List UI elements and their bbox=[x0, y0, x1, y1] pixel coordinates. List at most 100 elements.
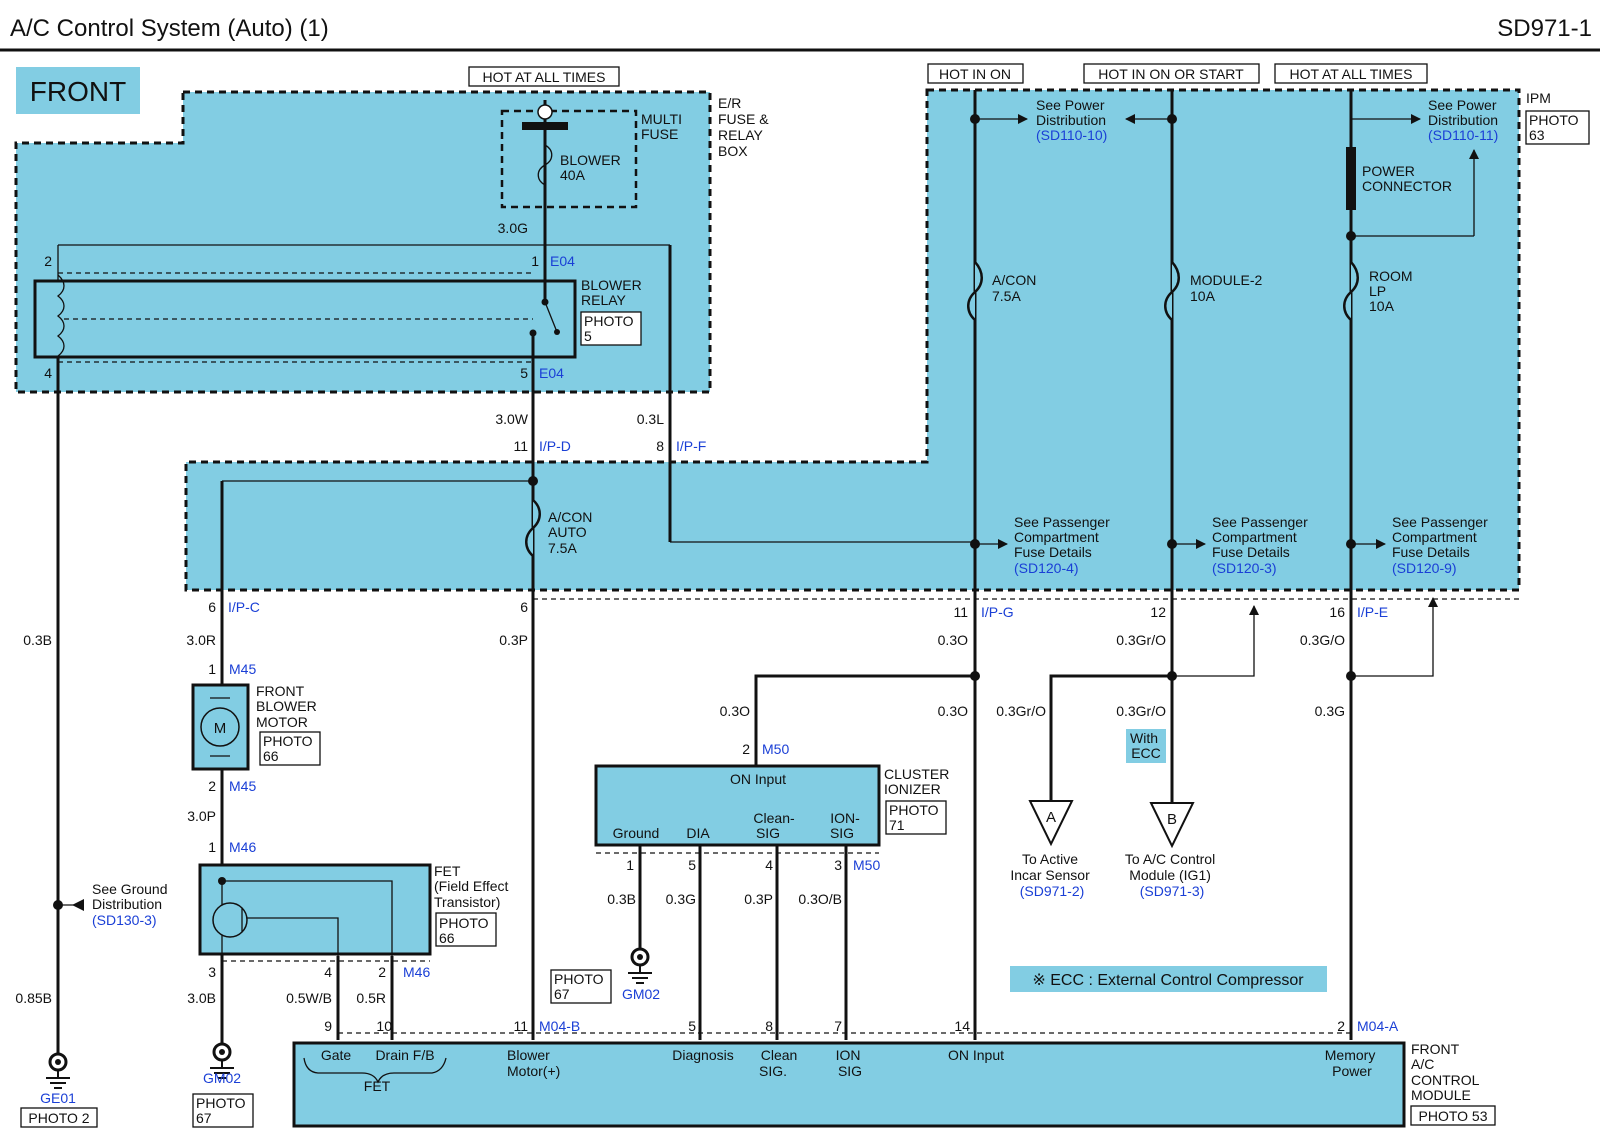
pin-number: 8 bbox=[765, 1018, 773, 1034]
module2-fuse-icon bbox=[1164, 261, 1180, 321]
pin-number: 2 bbox=[378, 964, 386, 980]
fet-pin-bracket bbox=[303, 1057, 447, 1084]
connector-id: M04-B bbox=[539, 1018, 580, 1034]
ipm-zone bbox=[184, 88, 1521, 592]
room-lp-fuse-icon bbox=[1343, 261, 1359, 321]
connector-id: M45 bbox=[229, 661, 256, 677]
see-pass-3: See Passenger Compartment Fuse Details (… bbox=[1392, 514, 1492, 576]
module-pin-gate: Gate bbox=[321, 1047, 352, 1063]
pin-number: 6 bbox=[520, 599, 528, 615]
wire-label: 0.5R bbox=[356, 990, 386, 1006]
multi-fuse-label: MULTI FUSE bbox=[641, 111, 686, 142]
room-lp-fuse-label: ROOM LP 10A bbox=[1369, 268, 1416, 314]
er-box-label: E/R FUSE & RELAY BOX bbox=[718, 95, 772, 159]
ionizer-photo-box bbox=[885, 800, 947, 835]
ground-ge01-icon bbox=[46, 1052, 70, 1089]
hot-in-on-box bbox=[927, 63, 1024, 84]
power-connector-icon bbox=[1346, 147, 1356, 210]
acon-fuse-icon bbox=[967, 261, 983, 321]
see-ground: See Ground Distribution (SD130-3) bbox=[92, 881, 171, 928]
wire-label: 0.3O bbox=[938, 703, 968, 719]
wire-label: 0.3Gr/O bbox=[1116, 703, 1166, 719]
connector-ids: E04 E04 I/P-D I/P-F I/P-C I/P-G I/P-E M4… bbox=[228, 253, 1399, 1034]
wire-label: 0.3P bbox=[744, 891, 773, 907]
pin-number: 5 bbox=[520, 365, 528, 381]
motor-symbol: M bbox=[214, 720, 227, 737]
wire-labels: 3.0G 3.0W 0.3L 0.3B 3.0R 3.0P 0.3P 3.0B … bbox=[15, 220, 1345, 1006]
pin-number: 4 bbox=[765, 857, 773, 873]
module-label: FRONT A/C CONTROL MODULE bbox=[1411, 1041, 1483, 1103]
module-photo: PHOTO 53 bbox=[1419, 1108, 1488, 1124]
connector-a-letter: A bbox=[1046, 809, 1056, 826]
hot-all-times-2: HOT AT ALL TIMES bbox=[1290, 66, 1413, 82]
module-pin-clean: Clean SIG. bbox=[759, 1047, 801, 1079]
connector-id: M04-A bbox=[1357, 1018, 1399, 1034]
module-pin-memory: Memory Power bbox=[1325, 1047, 1379, 1079]
ionizer-pin-dia: DIA bbox=[686, 825, 710, 841]
power-connector-label: POWER CONNECTOR bbox=[1362, 163, 1452, 194]
fuse-bus-bar bbox=[522, 122, 568, 130]
see-power-2: See Power Distribution (SD110-11) bbox=[1428, 97, 1502, 143]
wire-label: 3.0R bbox=[186, 632, 216, 648]
acon-auto-fuse-label: A/CON AUTO 7.5A bbox=[548, 509, 596, 556]
ground-gm02-mid-icon bbox=[628, 947, 652, 984]
pin-number: 4 bbox=[324, 964, 332, 980]
motor-photo: PHOTO 66 bbox=[263, 733, 316, 764]
connector-id: I/P-D bbox=[539, 438, 571, 454]
battery-terminal-icon bbox=[537, 104, 553, 120]
ionizer-pin-ion: ION- SIG bbox=[830, 810, 864, 841]
wire-label: 0.3P bbox=[499, 632, 528, 648]
pin-number: 11 bbox=[513, 438, 528, 454]
connector-id: E04 bbox=[539, 365, 564, 381]
connector-id: I/P-G bbox=[981, 604, 1014, 620]
fet-transistor-icon bbox=[212, 902, 248, 938]
front-ac-control-module bbox=[292, 1041, 1406, 1128]
pin-number: 10 bbox=[376, 1018, 392, 1034]
connector-id: M45 bbox=[229, 778, 256, 794]
connector-id: M50 bbox=[853, 857, 880, 873]
relay-photo: PHOTO 5 bbox=[584, 313, 637, 344]
pin-number: 9 bbox=[324, 1018, 332, 1034]
blower-fuse-icon bbox=[537, 144, 553, 186]
with-ecc: With ECC bbox=[1130, 730, 1162, 761]
pin-number: 1 bbox=[531, 253, 539, 269]
connector-b bbox=[1149, 802, 1195, 849]
pin-number: 11 bbox=[953, 604, 968, 620]
module-pin-fet: FET bbox=[364, 1078, 391, 1094]
connector-a-text: To Active Incar Sensor (SD971-2) bbox=[1010, 851, 1093, 899]
hot-all-times-1-box bbox=[468, 66, 620, 87]
er-box-zone bbox=[14, 90, 712, 394]
wire-label: 0.3Gr/O bbox=[1116, 632, 1166, 648]
connector-id: M50 bbox=[762, 741, 789, 757]
gm02-mid-label: GM02 bbox=[622, 986, 660, 1002]
wire-label: 3.0P bbox=[187, 808, 216, 824]
wire-label: 0.3O bbox=[938, 632, 968, 648]
wire-label: 0.3O/B bbox=[798, 891, 842, 907]
see-power-1: See Power Distribution (SD110-10) bbox=[1036, 97, 1110, 143]
blower-fuse-label: BLOWER 40A bbox=[560, 152, 625, 183]
wire-label: 3.0G bbox=[498, 220, 528, 236]
hot-in-on-or-start: HOT IN ON OR START bbox=[1098, 66, 1244, 82]
gm02-left-photo-box bbox=[192, 1093, 254, 1128]
wire-label: 0.3G bbox=[666, 891, 696, 907]
connector-id: I/P-C bbox=[228, 599, 260, 615]
ipm-photo: PHOTO 63 bbox=[1529, 112, 1582, 143]
ionizer-label: CLUSTER IONIZER bbox=[884, 766, 953, 797]
connector-id: M46 bbox=[229, 839, 256, 855]
wire-label: 0.3Gr/O bbox=[996, 703, 1046, 719]
with-ecc-tag bbox=[1126, 729, 1166, 763]
connector-id: I/P-E bbox=[1357, 604, 1388, 620]
connector-id: E04 bbox=[550, 253, 575, 269]
wire-label: 0.3O bbox=[720, 703, 750, 719]
motor-photo-box bbox=[259, 731, 321, 766]
gm02-left-photo: PHOTO 67 bbox=[196, 1095, 249, 1126]
module-pin-diagnosis: Diagnosis bbox=[672, 1047, 733, 1063]
hot-in-on-or-start-box bbox=[1083, 63, 1260, 84]
fet-label: FET (Field Effect Transistor) bbox=[434, 863, 512, 910]
wire-label: 0.85B bbox=[15, 990, 52, 1006]
motor-icon bbox=[200, 707, 240, 747]
pin-numbers: 2 1 4 5 11 8 6 6 11 12 16 1 2 1 3 4 2 2 … bbox=[44, 253, 1345, 1034]
relay-coil-icon bbox=[56, 274, 65, 357]
front-tag bbox=[16, 67, 140, 114]
wire-label: 0.3B bbox=[607, 891, 636, 907]
